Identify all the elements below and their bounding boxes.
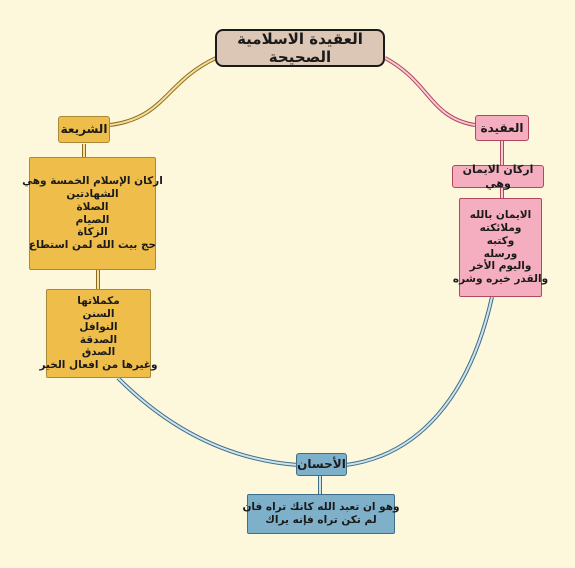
list-item: مكملاتها xyxy=(77,295,120,308)
list-item: الصيام xyxy=(75,213,110,226)
list-item: اركان الإسلام الخمسة وهي xyxy=(22,175,163,188)
list-item: السنن xyxy=(82,307,115,320)
list-item: حج بيت الله لمن استطاع xyxy=(28,239,157,252)
list-item: وملائكته xyxy=(479,221,522,234)
list-item: الايمان بالله xyxy=(469,209,532,222)
ihsan-label: الأحسان xyxy=(297,457,346,472)
aqidah-pillars-title-node: اركان الايمان وهي xyxy=(452,163,544,190)
list-item: النوافل xyxy=(79,320,118,333)
root-title: العقيدة الاسلامية الصحيحة xyxy=(237,29,363,66)
list-item: وغيرها من افعال الخير xyxy=(39,359,158,372)
definition-line: لم تكن تراه فإنه يراك xyxy=(265,514,377,526)
list-item: وكتبه xyxy=(486,234,515,247)
aqidah-pillars-title: اركان الايمان وهي xyxy=(462,163,534,190)
root-node: العقيدة الاسلامية الصحيحة xyxy=(215,29,385,67)
list-item: واليوم الأخر xyxy=(469,260,532,273)
list-item: الصدقة xyxy=(79,333,118,346)
list-item: ورسله xyxy=(483,247,518,260)
definition-line: وهو ان تعبد الله كانك تراه فان xyxy=(242,501,400,514)
aqidah-label: العقيدة xyxy=(480,120,524,135)
list-item: والقدر خيره وشره xyxy=(452,273,549,286)
list-item: الشهادتين xyxy=(66,187,119,200)
shariah-node: الشريعة xyxy=(58,116,110,143)
list-item: الزكاة xyxy=(77,226,108,239)
aqidah-pillars-node: الايمان بالله وملائكته وكتبه ورسله واليو… xyxy=(453,198,548,297)
list-item: الصلاة xyxy=(76,200,109,213)
shariah-complements-node: مكملاتها السنن النوافل الصدقة الصدق وغير… xyxy=(39,289,158,378)
ihsan-definition-node: وهو ان تعبد الله كانك تراه فان لم تكن تر… xyxy=(242,494,400,534)
shariah-label: الشريعة xyxy=(60,122,108,137)
ihsan-node: الأحسان xyxy=(296,453,347,476)
aqidah-node: العقيدة xyxy=(475,115,529,141)
list-item: الصدق xyxy=(81,346,116,359)
shariah-pillars-node: اركان الإسلام الخمسة وهي الشهادتين الصلا… xyxy=(22,157,163,270)
